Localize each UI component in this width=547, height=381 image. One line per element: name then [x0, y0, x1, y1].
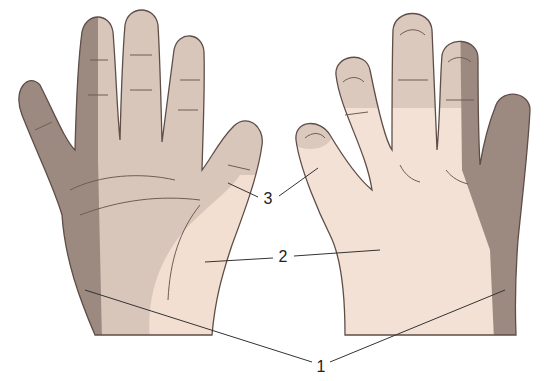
palm-view-hand — [0, 0, 275, 340]
leader-lines — [85, 168, 505, 362]
callout-number: 1 — [315, 358, 328, 376]
callout-number: 3 — [262, 190, 275, 208]
callout-number: 2 — [277, 248, 290, 266]
dorsal-view-hand — [288, 0, 547, 340]
